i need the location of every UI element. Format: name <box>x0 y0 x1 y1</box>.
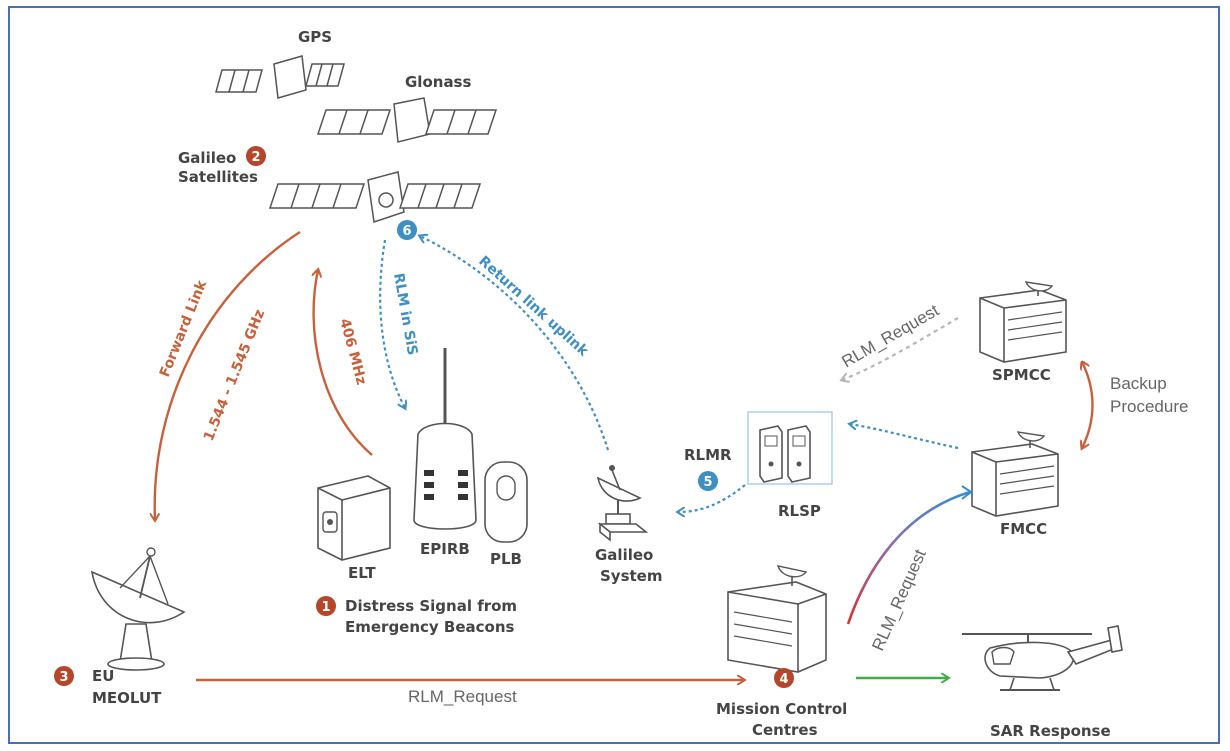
rlm-in-sis-label: RLM in SiS <box>390 272 420 357</box>
glonass-label: Glonass <box>405 73 471 91</box>
galileo-system-dish-icon <box>596 465 649 542</box>
badge-1-text: 1 <box>321 600 330 615</box>
badge-5-text: 5 <box>703 475 712 490</box>
meolut-antenna-icon <box>90 547 186 671</box>
badge-2 <box>246 146 266 166</box>
galileo-satellite-icon <box>268 171 482 223</box>
backup-procedure-label-line1: Backup <box>1110 374 1167 393</box>
galileo-satellites-label-line1: Galileo <box>178 149 236 167</box>
plb-label: PLB <box>490 550 522 568</box>
fmcc-to-rlsp-arrow <box>850 424 959 450</box>
forward-link-label: Forward Link <box>157 278 211 380</box>
mission-control-building-icon <box>727 565 827 673</box>
epirb-label: EPIRB <box>420 540 470 558</box>
elt-beacon-icon <box>317 475 391 561</box>
glonass-satellite-icon <box>316 97 498 143</box>
forward-link-arrow <box>155 230 301 520</box>
plb-beacon-icon <box>484 461 528 543</box>
spmcc-rlm-request-label: RLM_Request <box>839 301 943 372</box>
badge-6-text: 6 <box>402 224 411 239</box>
elt-label: ELT <box>348 564 376 582</box>
badge-1 <box>316 596 336 616</box>
badge-4 <box>774 668 794 688</box>
meolut-label: MEOLUT <box>92 689 162 707</box>
backup-procedure-label-line2: Procedure <box>1110 397 1188 416</box>
rlmr-arrow <box>678 484 746 512</box>
mission-control-label-line1: Mission Control <box>716 700 847 718</box>
sar-response-label: SAR Response <box>990 722 1111 740</box>
406-mhz-label: 406 MHz <box>336 317 369 387</box>
badge-2-text: 2 <box>251 150 260 165</box>
spmcc-label: SPMCC <box>992 366 1051 384</box>
406-mhz-arrow <box>314 270 373 456</box>
fmcc-label: FMCC <box>1000 520 1047 538</box>
badge-5 <box>698 471 718 491</box>
return-link-uplink-arrow <box>420 236 610 451</box>
badge-4-text: 4 <box>779 672 788 687</box>
gps-satellite-icon <box>215 55 345 99</box>
spmcc-rlm-request-arrow <box>842 317 959 380</box>
gps-label: GPS <box>298 28 332 46</box>
diagram-frame <box>8 6 1220 744</box>
rlmr-label: RLMR <box>684 446 732 464</box>
rlm-in-sis-arrow <box>379 239 405 408</box>
distress-signal-label-line2: Emergency Beacons <box>345 618 515 636</box>
badge-6 <box>397 220 417 240</box>
fmcc-building-icon <box>971 431 1059 517</box>
bottom-rlm-request-label: RLM_Request <box>408 687 517 706</box>
return-link-uplink-label: Return link uplink <box>475 253 591 360</box>
badge-3 <box>54 666 74 686</box>
backup-procedure-arrow <box>1082 362 1094 448</box>
mcc-to-fmcc-arrowhead <box>961 485 973 500</box>
rlsp-servers-icon <box>759 425 811 483</box>
forward-link-frequency-label: 1.544 - 1.545 GHz <box>201 307 268 443</box>
rlsp-label: RLSP <box>778 502 821 520</box>
eu-label: EU <box>92 667 114 685</box>
galileo-system-label-line1: Galileo <box>595 546 653 564</box>
galileo-system-label-line2: System <box>600 567 662 585</box>
galileo-satellites-label-line2: Satellites <box>178 168 258 186</box>
epirb-beacon-icon <box>413 348 477 530</box>
badge-3-text: 3 <box>59 670 68 685</box>
mcc-to-fmcc-arrow <box>846 490 971 625</box>
helicopter-icon <box>962 625 1123 691</box>
spmcc-building-icon <box>979 281 1067 363</box>
mission-control-label-line2: Centres <box>752 721 818 739</box>
distress-signal-label-line1: Distress Signal from <box>345 597 517 615</box>
